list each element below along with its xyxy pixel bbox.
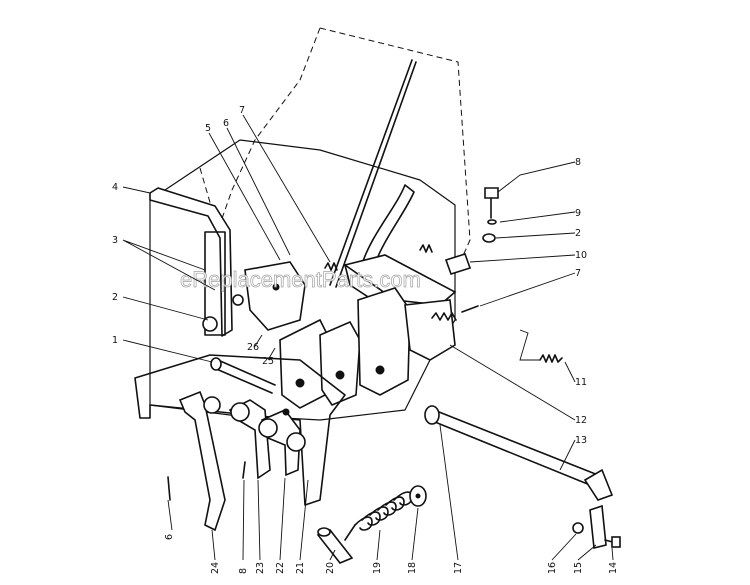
callout-13: 13 (575, 435, 587, 446)
callout-5: 5 (205, 123, 211, 134)
mid-bracket (244, 261, 306, 331)
callout-18: 18 (407, 562, 418, 574)
callout-25: 25 (262, 356, 274, 367)
callout-8-bottom: 8 (238, 568, 249, 574)
washer-2 (482, 233, 496, 243)
callout-labels: 8 9 2 10 7 11 12 13 4 3 2 1 5 6 7 26 25 … (112, 105, 619, 574)
clip-10 (444, 253, 472, 275)
compression-spring (344, 489, 421, 541)
callout-21: 21 (295, 562, 306, 574)
bracket-15 (589, 504, 607, 549)
bushing-4 (286, 432, 306, 452)
pivot-rod-end (210, 357, 222, 371)
callout-7-top: 7 (239, 105, 245, 116)
bushing-2-left (202, 316, 218, 332)
callout-17: 17 (453, 562, 464, 574)
cotter-pin-8 (242, 461, 246, 479)
spring-11-link (519, 329, 540, 361)
callout-8: 8 (575, 157, 581, 168)
nut-16 (572, 522, 584, 534)
bushing-1 (203, 396, 221, 414)
control-rod (329, 59, 417, 288)
callout-6-bottom: 6 (164, 534, 175, 540)
callout-1: 1 (112, 335, 118, 346)
pivot-hole-2 (335, 370, 345, 380)
nut-left (232, 294, 244, 306)
bolt-8 (484, 187, 499, 199)
callout-15: 15 (573, 562, 584, 574)
callout-7: 7 (575, 268, 581, 279)
callout-3: 3 (112, 235, 118, 246)
pivot-hole-3 (375, 365, 385, 375)
mid-bracket-hole (272, 283, 280, 291)
pin-7 (461, 305, 479, 313)
callout-2-left: 2 (112, 292, 118, 303)
watermark: eReplacementParts.com (180, 267, 421, 292)
washer-hole (415, 493, 421, 499)
pedal-arm (178, 390, 226, 532)
callout-12: 12 (575, 415, 587, 426)
callout-4: 4 (112, 182, 118, 193)
spring-7 (431, 312, 457, 321)
spring-upper-2 (419, 244, 433, 253)
callout-9: 9 (575, 208, 581, 219)
callout-16: 16 (547, 562, 558, 574)
bolt-head (611, 536, 621, 548)
left-upright (204, 231, 226, 336)
bushing-3 (258, 418, 278, 438)
washer-9 (487, 219, 497, 225)
callout-20: 20 (325, 562, 336, 574)
callout-10: 10 (575, 250, 587, 261)
callout-14: 14 (608, 562, 619, 574)
shaft-end (424, 405, 440, 425)
lever-handle (359, 184, 415, 273)
callout-19: 19 (372, 562, 383, 574)
bracket-plate (149, 187, 233, 337)
callout-6: 6 (223, 118, 229, 129)
right-housing (404, 299, 456, 361)
bushing-2 (230, 402, 250, 422)
spring-upper (324, 262, 338, 271)
callout-24: 24 (210, 562, 221, 574)
small-nut (282, 408, 290, 416)
callout-26: 26 (247, 342, 259, 353)
callout-11: 11 (575, 377, 587, 388)
callout-2: 2 (575, 228, 581, 239)
callout-23: 23 (255, 562, 266, 574)
base-plate (134, 354, 346, 506)
drive-shaft (429, 409, 599, 486)
leader-lines (122, 114, 614, 561)
cotter-pin-6 (167, 476, 171, 501)
spring-11 (539, 354, 563, 363)
shield-panel-outline (199, 27, 471, 259)
pivot-block-right (357, 287, 411, 396)
pivot-rod (213, 359, 276, 394)
shaft-tip (583, 468, 614, 501)
pivot-block-mid (319, 320, 361, 406)
callout-22: 22 (275, 562, 286, 574)
pivot-hole-1 (295, 378, 305, 388)
pin-head (317, 527, 331, 537)
